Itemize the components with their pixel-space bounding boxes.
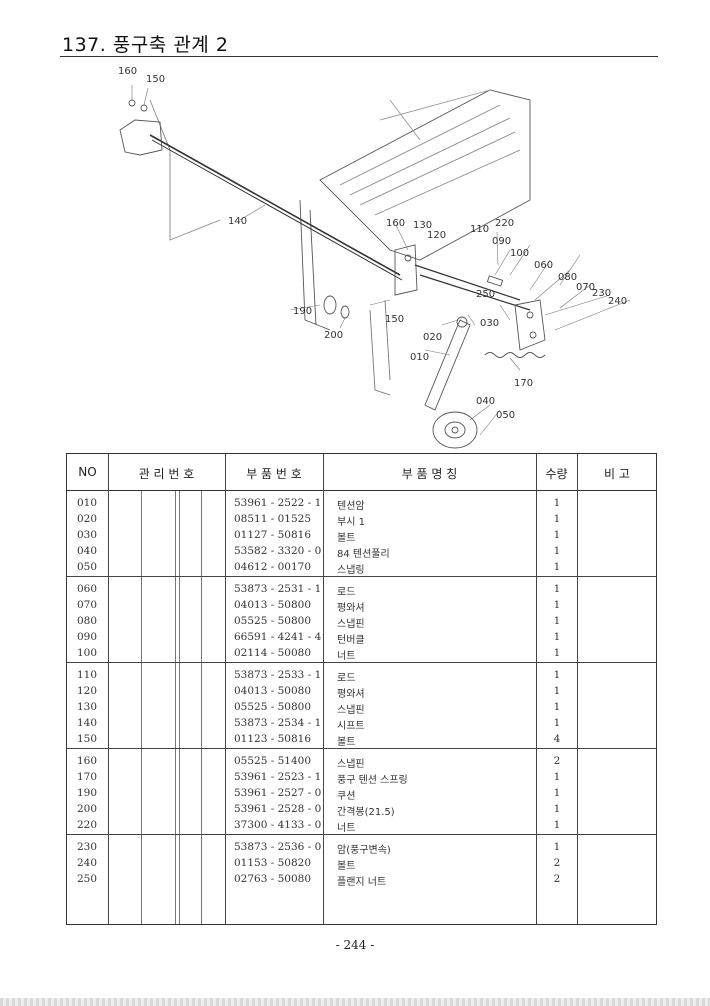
rod-110	[414, 264, 521, 301]
callout-label: 240	[608, 296, 627, 307]
scan-edge-artifact	[0, 998, 710, 1006]
bolt-030	[456, 316, 468, 328]
col-divider	[108, 454, 109, 924]
left-bracket	[119, 119, 163, 156]
machine-frame	[319, 89, 531, 261]
callout-label: 130	[413, 220, 432, 231]
tension-spring-170	[484, 352, 546, 358]
header-part-no: 부 품 번 호	[246, 467, 302, 481]
spacer-200	[340, 305, 350, 319]
callout-label: 140	[228, 216, 247, 227]
callout-label: 170	[514, 378, 533, 389]
callout-label: 250	[476, 289, 495, 300]
diagram-callouts: 160 150 140 160 130 120 110 220 090 100 …	[118, 66, 627, 421]
callout-label: 160	[118, 66, 137, 77]
title-rule	[60, 56, 658, 57]
leader-lines	[131, 85, 631, 436]
left-bracket-area	[149, 99, 221, 241]
header-no: NO	[78, 465, 97, 479]
callout-label: 190	[293, 306, 312, 317]
right-bracket	[394, 244, 418, 296]
col-divider	[577, 454, 578, 924]
callout-label: 020	[423, 332, 442, 343]
exploded-parts-diagram: 160 150 140 160 130 120 110 220 090 100 …	[90, 60, 650, 450]
rod-060	[419, 274, 531, 311]
col-divider	[225, 454, 226, 924]
callout-label: 150	[146, 74, 165, 85]
col-divider	[175, 490, 176, 924]
callout-label: 060	[534, 260, 553, 271]
bolt-150	[140, 104, 148, 112]
callout-label: 040	[476, 396, 495, 407]
turnbuckle-090	[486, 275, 504, 287]
arm-230	[514, 299, 546, 351]
callout-label: 120	[427, 230, 446, 241]
col-divider	[141, 490, 142, 924]
col-divider	[323, 454, 324, 924]
callout-label: 160	[386, 218, 405, 229]
page-title: 137. 풍구축 관계 2	[62, 34, 229, 56]
header-remarks: 비 고	[604, 467, 630, 481]
col-divider	[536, 454, 537, 924]
callout-label: 010	[410, 352, 429, 363]
page-number: - 244 -	[335, 938, 375, 952]
callout-label: 030	[480, 318, 499, 329]
callout-label: 150	[385, 314, 404, 325]
header-part-name: 부 품 명 칭	[401, 467, 458, 481]
snap-pin-160	[128, 99, 136, 107]
callout-label: 050	[496, 410, 515, 421]
callout-label: 100	[510, 248, 529, 259]
header-mgmt-no: 관 리 번 호	[138, 467, 195, 481]
callout-label: 220	[495, 218, 514, 229]
callout-label: 070	[576, 282, 595, 293]
tension-pulley-040	[432, 411, 478, 449]
shaft-140	[149, 134, 401, 276]
header-qty: 수량	[545, 467, 568, 481]
col-divider	[201, 490, 202, 924]
col-divider	[179, 490, 180, 924]
callout-label: 110	[470, 224, 489, 235]
table-header: NO 관 리 번 호 부 품 번 호 부 품 명 칭 수량 비 고	[67, 454, 656, 491]
callout-label: 080	[558, 272, 577, 283]
cushion-190	[323, 295, 337, 315]
callout-label: 230	[592, 288, 611, 299]
diagram-svg: 160 150 140 160 130 120 110 220 090 100 …	[118, 66, 631, 449]
callout-label: 090	[492, 236, 511, 247]
callout-label: 200	[324, 330, 343, 341]
